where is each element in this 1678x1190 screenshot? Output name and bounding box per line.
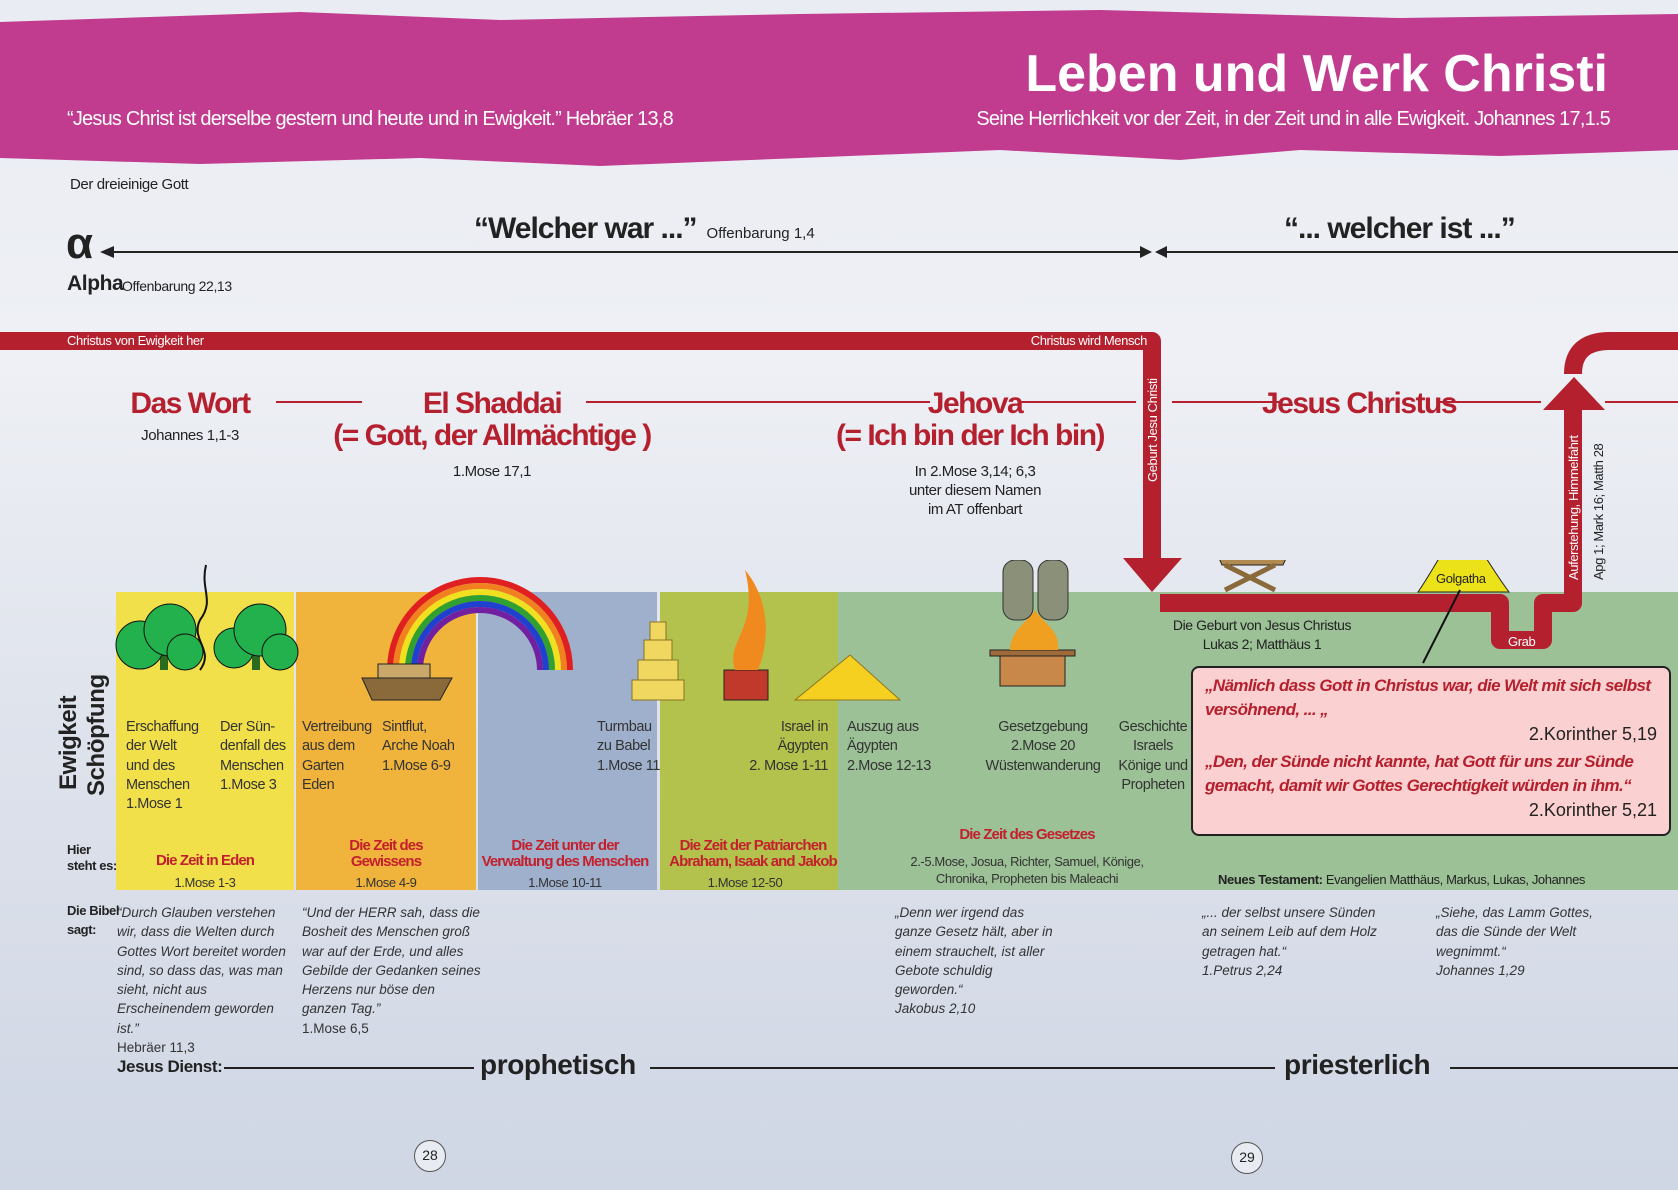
birth-vertical-label: Geburt Jesu Christi xyxy=(1145,378,1160,482)
sagt-label: sagt: xyxy=(67,922,97,937)
page-title: Leben und Werk Christi xyxy=(1025,45,1608,103)
bibel-label: Die Bibel xyxy=(67,903,120,918)
dienst-label: Jesus Dienst: xyxy=(117,1057,223,1076)
resurrection-vertical-label: Auferstehung, Himmelfahrt xyxy=(1566,435,1581,580)
tablets-altar-icon xyxy=(989,560,1076,687)
era-panel-gewissen xyxy=(296,592,476,890)
name-el-shaddai: El Shaddai xyxy=(422,387,563,420)
jehova-note-1: In 2.Mose 3,14; 6,3 xyxy=(914,463,1036,480)
page-number-right: 29 xyxy=(1231,1142,1263,1174)
dienst-line xyxy=(224,1067,474,1069)
ref-el-shaddai: 1.Mose 17,1 xyxy=(452,463,532,480)
era-title-gewissen-1: Die Zeit des xyxy=(349,837,423,854)
golgatha-label: Golgatha xyxy=(1436,571,1486,586)
dienst-line xyxy=(1450,1067,1678,1069)
ref-das-wort: Johannes 1,1-3 xyxy=(141,427,239,444)
bible-quote-2: “Und der HERR sah, dass die Bosheit des … xyxy=(302,905,481,1036)
era-ref-patriarchen: 1.Mose 12-50 xyxy=(707,875,783,890)
bible-quote-5: „Siehe, das Lamm Gottes, das die Sünde d… xyxy=(1436,905,1593,978)
name-el-shaddai-sub: (= Gott, der Allmächtige ) xyxy=(333,419,652,452)
era-title-gewissen-2: Gewissens xyxy=(350,853,422,870)
era-ref-gewissen: 1.Mose 4-9 xyxy=(355,875,417,890)
era-ref-eden: 1.Mose 1-3 xyxy=(174,875,236,890)
dienst-line xyxy=(650,1067,1275,1069)
ref-2kor-521: 2.Korinther 5,21 xyxy=(1528,800,1657,820)
manger-icon xyxy=(1219,560,1286,593)
era-title-verwaltung-2: Verwaltung des Menschen xyxy=(481,853,650,870)
serpent-icon xyxy=(196,564,208,671)
pyramid-icon xyxy=(793,654,902,701)
bible-quote-3: „Denn wer irgend das ganze Gesetz hält, … xyxy=(895,905,1053,1017)
birth-label: Die Geburt von Jesus Christus xyxy=(1172,617,1352,633)
schoepfung-label: Schöpfung xyxy=(83,674,110,796)
welcher-war-ref: Offenbarung 1,4 xyxy=(706,225,815,242)
name-das-wort: Das Wort xyxy=(130,387,251,420)
welcher-war-heading: “Welcher war ...” xyxy=(474,212,698,245)
era-title-patriarchen-2: Abraham, Isaak and Jakob xyxy=(669,853,838,870)
page-number-left: 28 xyxy=(414,1140,446,1172)
welcher-ist-heading: “... welcher ist ...” xyxy=(1284,212,1516,245)
birth-ref: Lukas 2; Matthäus 1 xyxy=(1202,636,1322,652)
tower-of-babel-icon xyxy=(631,621,685,701)
pointer-line xyxy=(1422,589,1461,664)
rainbow-icon xyxy=(387,577,573,671)
bible-quote-4: „... der selbst unsere Sünden an seinem … xyxy=(1202,905,1377,978)
era-title-eden: Die Zeit in Eden xyxy=(155,852,255,869)
era-illustrations xyxy=(115,560,1510,701)
name-jehova: Jehova xyxy=(927,387,1024,420)
era-ref-gesetz-1: 2.-5.Mose, Josua, Richter, Samuel, König… xyxy=(910,854,1144,869)
band-label-right: Christus wird Mensch xyxy=(1030,333,1148,348)
alpha-icon: α xyxy=(66,219,93,268)
christ-path xyxy=(0,332,1678,649)
era-title-verwaltung-1: Die Zeit unter der xyxy=(511,837,619,854)
trinity-label: Der dreieinige Gott xyxy=(70,176,189,193)
timeline-arrow xyxy=(100,246,1678,258)
tree-icon xyxy=(115,603,204,671)
bible-quote-1: “Durch Glauben verstehen wir, dass die W… xyxy=(117,905,286,1056)
era-ref-gesetz-2: Chronika, Propheten bis Maleachi xyxy=(935,871,1119,886)
era-ref-verwaltung: 1.Mose 10-11 xyxy=(528,875,602,890)
ref-2kor-519: 2.Korinther 5,19 xyxy=(1528,724,1657,744)
jehova-note-3: im AT offenbart xyxy=(927,501,1023,518)
dienst-prophetisch: prophetisch xyxy=(480,1049,636,1080)
grab-label: Grab xyxy=(1508,634,1536,649)
scripture-quote-box: „Nämlich dass Gott in Christus war, die … xyxy=(1191,666,1671,836)
header-quote-left: “Jesus Christ ist derselbe gestern und h… xyxy=(67,108,674,130)
tree-icon xyxy=(213,603,299,671)
ark-icon xyxy=(361,663,453,701)
welcher-war-group: “Welcher war ...” Offenbarung 1,4 xyxy=(470,212,819,246)
header-quote-right: Seine Herrlichkeit vor der Zeit, in der … xyxy=(976,108,1610,130)
steht-label: steht es: xyxy=(67,858,117,873)
jehova-note-2: unter diesem Namen xyxy=(908,482,1042,499)
ewigkeit-label: Ewigkeit xyxy=(55,695,82,790)
hier-label: Hier xyxy=(67,842,91,857)
golgatha-cross-icon xyxy=(1417,560,1510,593)
name-jesus-christus: Jesus Christus xyxy=(1261,387,1458,420)
name-jehova-sub: (= Ich bin der Ich bin) xyxy=(835,419,1106,452)
alpha-label: Alpha xyxy=(67,272,124,295)
alpha-ref: Offenbarung 22,13 xyxy=(122,278,232,294)
dienst-priesterlich: priesterlich xyxy=(1284,1049,1431,1080)
new-testament-line: Neues Testament: Evangelien Matthäus, Ma… xyxy=(1218,872,1586,887)
quote-2kor-519: „Nämlich dass Gott in Christus war, die … xyxy=(1205,676,1651,719)
quote-2kor-521: „Den, der Sünde nicht kannte, hat Gott f… xyxy=(1205,752,1634,795)
band-label-left: Christus von Ewigkeit her xyxy=(67,333,204,348)
era-title-gesetz: Die Zeit des Gesetzes xyxy=(959,826,1095,843)
altar-fire-icon xyxy=(723,570,769,701)
era-title-patriarchen-1: Die Zeit der Patriarchen xyxy=(679,837,828,854)
header-banner xyxy=(0,10,1678,166)
